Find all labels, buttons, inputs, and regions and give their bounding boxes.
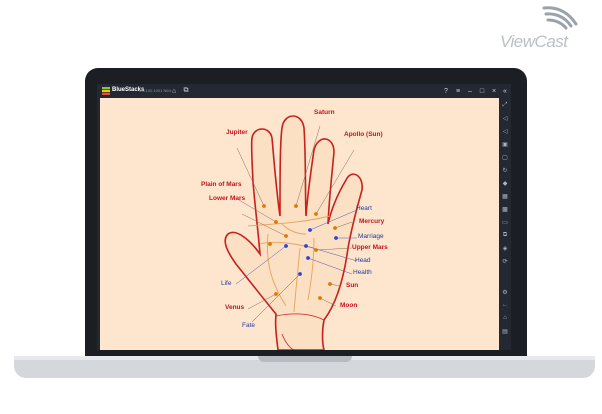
close-icon[interactable]: ×: [491, 87, 497, 95]
label-head: Head: [355, 257, 371, 264]
label-jupiter: Jupiter: [226, 129, 248, 136]
screenshot-icon[interactable]: ▦: [502, 193, 508, 200]
settings-icon[interactable]: ⚙: [502, 289, 508, 296]
restore-icon[interactable]: □: [479, 87, 485, 95]
home-icon[interactable]: ⌂: [171, 87, 177, 95]
label-marriage: Marriage: [358, 233, 384, 240]
copy-icon[interactable]: ⧉: [502, 231, 508, 238]
android-home-icon[interactable]: ⌂: [503, 315, 507, 321]
label-health: Health: [353, 269, 372, 276]
laptop-base: [14, 356, 595, 378]
label-life: Life: [221, 280, 232, 287]
screen-lock-icon[interactable]: ▢: [502, 154, 508, 161]
label-saturn: Saturn: [314, 109, 335, 116]
label-heart: Heart: [356, 205, 372, 212]
signal-arcs-icon: [542, 6, 578, 30]
viewcast-watermark: ViewCast: [500, 4, 596, 51]
record-icon[interactable]: ▩: [502, 206, 508, 213]
emulator-window: BlueStacks 5.6.100.1001 N64 ⌂ ⧉ ? ≡ – □ …: [97, 84, 511, 350]
help-icon[interactable]: ?: [444, 87, 448, 95]
shake-icon[interactable]: ◆: [502, 180, 508, 187]
folder-icon[interactable]: ▭: [502, 219, 508, 226]
hand-outline: [224, 115, 363, 350]
label-mercury: Mercury: [359, 218, 385, 225]
laptop-notch: [258, 356, 352, 362]
app-version: 5.6.100.1001 N64: [139, 88, 171, 93]
watermark-text: ViewCast: [500, 32, 568, 51]
hand-illustration: [224, 115, 363, 350]
palm-diagram: Saturn Jupiter Apollo (Sun) Plain of Mar…: [100, 98, 499, 350]
fullscreen-icon[interactable]: ⤢: [502, 101, 508, 108]
label-apollo: Apollo (Sun): [344, 131, 383, 138]
collapse-sidebar-icon[interactable]: «: [503, 87, 507, 95]
bluestacks-logo-icon: [102, 87, 110, 95]
back-icon[interactable]: ←: [502, 302, 508, 308]
label-moon: Moon: [340, 302, 358, 309]
volume-up-icon[interactable]: ◁: [502, 115, 508, 122]
layers-icon[interactable]: ◈: [502, 245, 508, 252]
label-fate: Fate: [242, 322, 256, 329]
menu-icon[interactable]: ≡: [455, 87, 461, 95]
title-bar: BlueStacks 5.6.100.1001 N64 ⌂ ⧉ ? ≡ – □ …: [97, 84, 511, 98]
volume-down-icon[interactable]: ◁: [502, 128, 508, 135]
recent-apps-icon[interactable]: ▤: [502, 328, 508, 335]
app-name: BlueStacks: [112, 87, 145, 93]
label-lower-mars: Lower Mars: [209, 195, 246, 202]
label-upper-mars: Upper Mars: [352, 244, 388, 251]
sync-icon[interactable]: ⟳: [502, 258, 508, 265]
multi-instance-icon[interactable]: ⧉: [183, 87, 189, 94]
label-sun: Sun: [346, 282, 359, 289]
rotate-icon[interactable]: ↻: [502, 167, 508, 174]
right-toolbar: ⤢ ◁ ◁ ▣ ▢ ↻ ◆ ▦ ▩ ▭ ⧉ ◈ ⟳ ⚙ ← ⌂ ▤: [499, 98, 511, 350]
label-venus: Venus: [225, 304, 245, 311]
minimize-icon[interactable]: –: [468, 87, 472, 95]
keyboard-controls-icon[interactable]: ▣: [502, 141, 508, 148]
label-plain-of-mars: Plain of Mars: [201, 181, 242, 188]
